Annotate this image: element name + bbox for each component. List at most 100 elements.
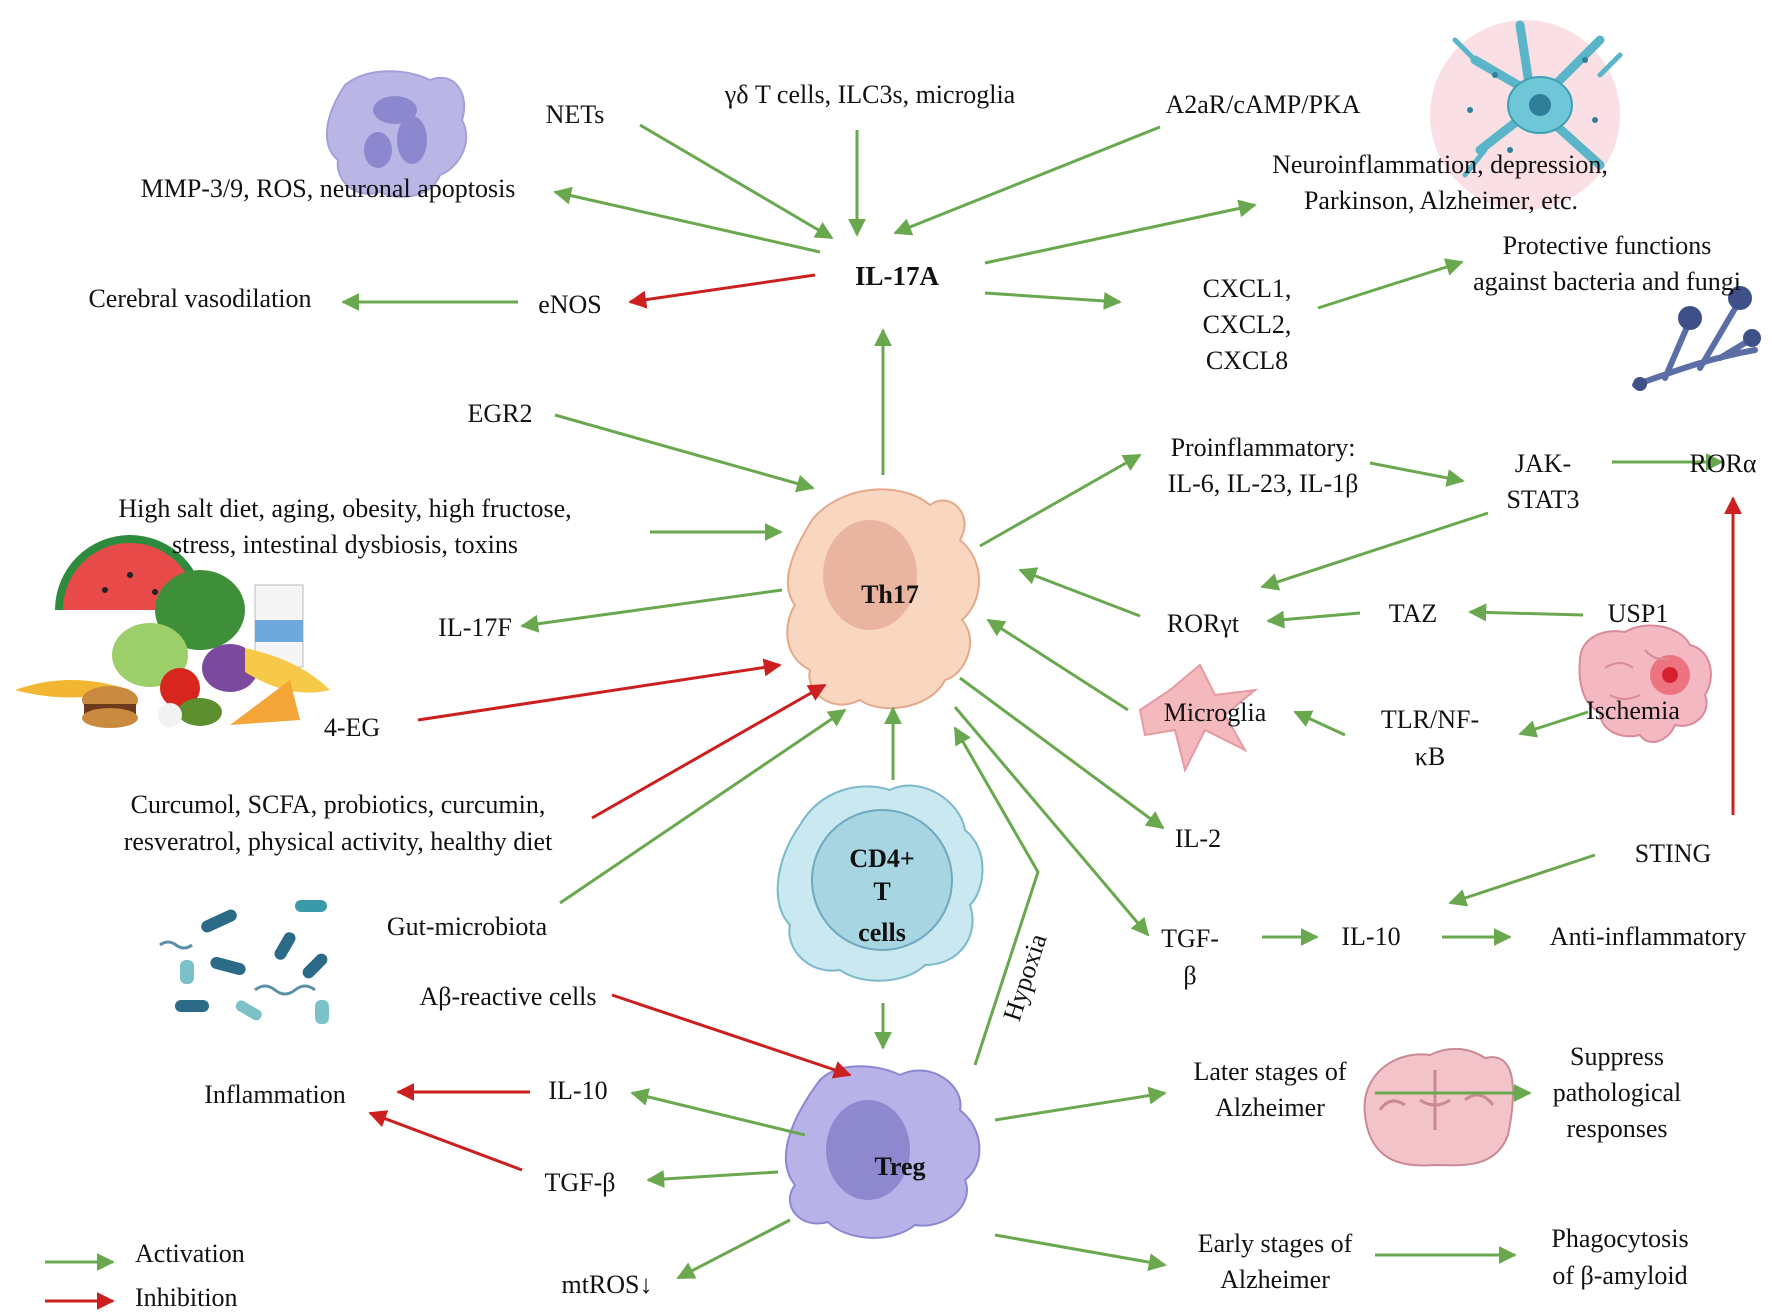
neuroinflam-label-line1: Neuroinflammation, depression, (1272, 150, 1608, 179)
cd4-label-line3: cells (858, 918, 906, 947)
arrow-sting-to-il10 (1448, 853, 1596, 907)
labels: IL-17A NETs γδ T cells, ILC3s, microglia… (88, 80, 1756, 1299)
arrow-tlr-to-microglia (1293, 710, 1346, 737)
mmp-label: MMP-3/9, ROS, neuronal apoptosis (141, 174, 516, 203)
th17-cell: Th17 (786, 488, 980, 710)
arrow-th17-to-il2 (959, 676, 1165, 830)
il17f-label: IL-17F (438, 613, 512, 642)
rora-label: RORα (1689, 449, 1756, 478)
arrow-microglia-to-th17 (986, 618, 1129, 712)
arrow-a2ar-to-il17a (893, 125, 1161, 236)
four-eg-label: 4-EG (324, 713, 380, 742)
cd4-label-line2: T (873, 877, 890, 906)
curcumol-label-line2: resveratrol, physical activity, healthy … (124, 827, 553, 856)
salt-label-line2: stress, intestinal dysbiosis, toxins (172, 530, 518, 559)
healthy-food-icon (15, 535, 330, 728)
arrow-th17-to-proinflam (979, 453, 1142, 548)
usp1-label: USP1 (1608, 599, 1669, 628)
arrow-egr2-to-th17 (554, 413, 815, 493)
arrow-th17-to-il17f (520, 588, 783, 633)
early-stages-label-line2: Alzheimer (1220, 1265, 1330, 1294)
arrow-nets-to-il17a (639, 123, 834, 240)
jak-label-line1: JAK- (1515, 449, 1571, 478)
brain-ischemia-icon (1578, 624, 1712, 744)
cd4-t-cell: CD4+ T cells (776, 784, 984, 982)
arrow-usp1-to-taz (1468, 603, 1584, 622)
arrow-4eg-inhibits-th17 (417, 658, 782, 722)
hypoxia-label: Hypoxia (997, 930, 1052, 1025)
treg-label: Treg (874, 1152, 925, 1181)
later-stages-label-line1: Later stages of (1193, 1057, 1346, 1086)
arrow-abeta-inhibits-treg (611, 993, 852, 1079)
arrow-treg-to-early (994, 1233, 1167, 1272)
suppress-label-line1: Suppress (1570, 1042, 1664, 1071)
sting-label: STING (1635, 839, 1712, 868)
arrow-treg-to-il10 (630, 1088, 806, 1137)
arrow-il17a-inhibits-enos (628, 273, 816, 309)
arrows (341, 123, 1742, 1280)
legend-activation-label: Activation (135, 1239, 245, 1268)
egr2-label: EGR2 (468, 399, 533, 428)
arrow-il17a-to-neuroinflam (984, 199, 1257, 265)
cxcl-label-line3: CXCL8 (1206, 346, 1288, 375)
curcumol-label-line1: Curcumol, SCFA, probiotics, curcumin, (131, 790, 546, 819)
mtros-label: mtROS↓ (561, 1270, 652, 1299)
nets-label: NETs (546, 100, 605, 129)
proinflam-label-line1: Proinflammatory: (1171, 433, 1356, 462)
microglia-label: Microglia (1164, 698, 1267, 727)
arrow-curcumol-inhibits-th17 (591, 683, 827, 820)
arrow-il17a-to-cxcl (984, 291, 1122, 310)
tgfb-right-label-line2: β (1183, 961, 1196, 990)
inflammation-label: Inflammation (204, 1080, 346, 1109)
arrow-rorgt-to-th17 (1018, 567, 1141, 618)
tgfb-right-label-line1: TGF- (1161, 924, 1219, 953)
arrow-treg-hypoxia-th17 (953, 726, 1040, 1066)
enos-label: eNOS (538, 290, 602, 319)
tlr-label-line2: κB (1415, 742, 1445, 771)
phagocytosis-label-line2: of β-amyloid (1552, 1261, 1687, 1290)
suppress-label-line3: responses (1566, 1114, 1667, 1143)
antiinflammatory-label: Anti-inflammatory (1550, 922, 1746, 951)
cerebral-vasodilation-label: Cerebral vasodilation (88, 284, 311, 313)
neutrophil-icon (325, 70, 468, 198)
early-stages-label-line1: Early stages of (1198, 1229, 1353, 1258)
gd-t-cells-label: γδ T cells, ILC3s, microglia (724, 80, 1016, 109)
arrow-tgfb-inhibits-inflammation (368, 1110, 523, 1172)
cd4-label-line1: CD4+ (849, 844, 914, 873)
taz-label: TAZ (1389, 599, 1437, 628)
fungi-icon (1632, 286, 1761, 391)
arrow-treg-to-mtros (676, 1218, 791, 1280)
arrow-jak-to-rorgt (1260, 511, 1489, 591)
arrow-th17-to-tgfb (953, 706, 1150, 937)
phagocytosis-label-line1: Phagocytosis (1551, 1224, 1688, 1253)
arrow-treg-to-tgfb (646, 1170, 779, 1188)
cxcl-label-line1: CXCL1, (1203, 274, 1292, 303)
il2-label: IL-2 (1175, 824, 1221, 853)
later-stages-label-line2: Alzheimer (1215, 1093, 1325, 1122)
microglia-icon (1138, 663, 1259, 773)
th17-label: Th17 (861, 580, 919, 609)
legend-inhibition-label: Inhibition (135, 1283, 238, 1312)
rorgt-label: RORγt (1167, 609, 1240, 638)
arrow-gut-to-th17 (559, 708, 847, 905)
cxcl-label-line2: CXCL2, (1203, 310, 1292, 339)
arrow-proinflam-to-jak (1369, 461, 1465, 487)
suppress-label-line2: pathological (1553, 1078, 1682, 1107)
tlr-label-line1: TLR/NF- (1381, 705, 1479, 734)
treg-cell: Treg (784, 1065, 981, 1239)
protective-label-line2: against bacteria and fungi (1473, 267, 1741, 296)
arrow-cxcl-to-protective (1317, 258, 1464, 310)
a2ar-label: A2aR/cAMP/PKA (1165, 90, 1360, 119)
arrow-taz-to-rorgt (1266, 610, 1361, 629)
brain-section-icon (1363, 1047, 1514, 1167)
arrow-il17a-to-mmp (553, 186, 821, 254)
il17a-label: IL-17A (855, 261, 940, 291)
neuroinflam-label-line2: Parkinson, Alzheimer, etc. (1304, 186, 1578, 215)
il10-right-label: IL-10 (1341, 922, 1400, 951)
neuron-icon (1430, 20, 1623, 210)
protective-label-line1: Protective functions (1503, 231, 1712, 260)
arrow-ischemia-to-tlr (1518, 710, 1589, 738)
salt-label-line1: High salt diet, aging, obesity, high fru… (118, 494, 571, 523)
